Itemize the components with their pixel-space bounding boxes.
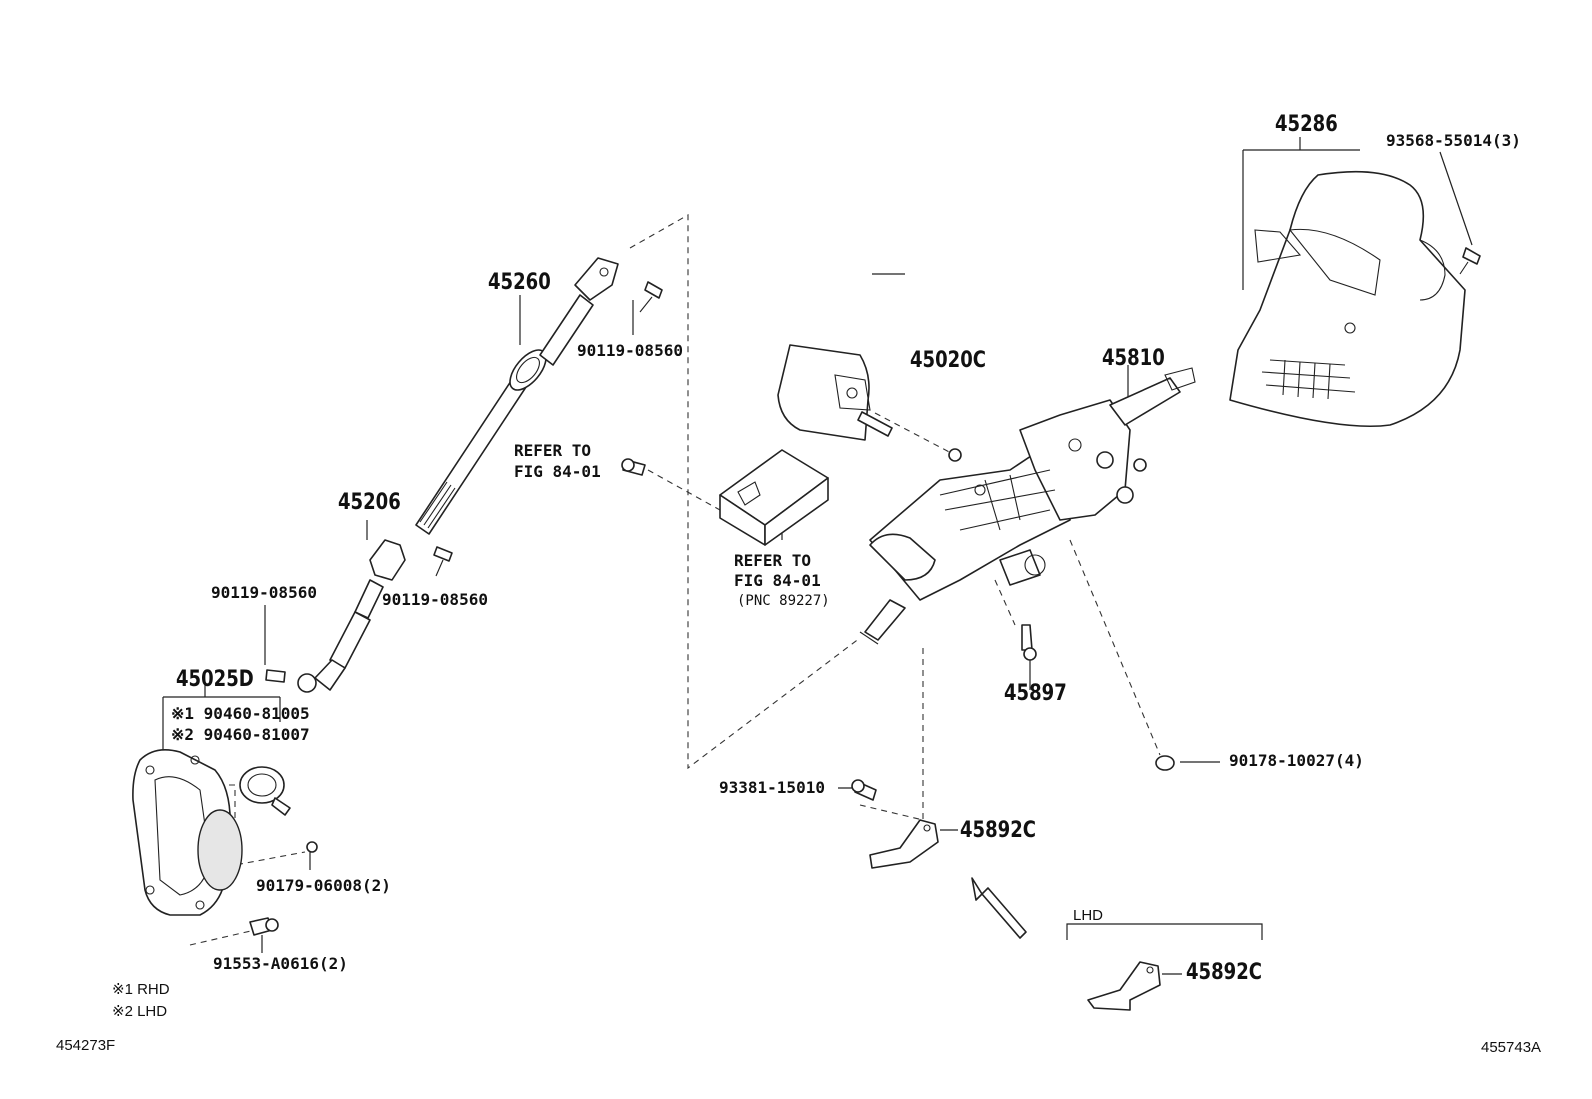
part-number-93568: 93568-55014(3) (1386, 131, 1521, 150)
lhd-label: LHD (1073, 907, 1104, 924)
refer-note-2-line-3: (PNC 89227) (737, 593, 830, 609)
bolt-93381 (851, 779, 877, 801)
part-number-90460-rhd: ※1 90460-81005 (171, 704, 310, 723)
part-number-45892c-a: 45892C (960, 818, 1037, 843)
bracket-45892c-a (869, 819, 939, 869)
screw-93568 (1459, 247, 1481, 275)
part-number-90178: 90178-10027(4) (1229, 751, 1364, 770)
part-number-45286: 45286 (1275, 112, 1338, 137)
bolt-90119-a (639, 281, 663, 313)
nut-90178 (1155, 755, 1175, 771)
part-number-45025d: 45025D (176, 667, 254, 692)
bolt-90119-c (265, 669, 286, 683)
part-number-45260: 45260 (488, 270, 551, 295)
part-number-45892c-b: 45892C (1186, 960, 1263, 985)
part-number-90119-c: 90119-08560 (211, 583, 317, 602)
part-number-90460-lhd: ※2 90460-81007 (171, 725, 310, 744)
figure-code-left: 454273F (56, 1037, 116, 1054)
nut-90179 (306, 841, 318, 853)
bolt-91553 (249, 917, 279, 936)
bolt-refer-fig (621, 458, 646, 476)
part-number-45020c: 45020C (910, 348, 987, 373)
part-number-45206: 45206 (338, 490, 401, 515)
bolt-90119-b (433, 546, 453, 577)
key-cylinder-45020c (777, 344, 893, 441)
footnote-rhd: ※1 RHD (112, 981, 170, 998)
ecu-box (719, 449, 829, 546)
hole-cover-45025d (132, 749, 243, 916)
part-number-91553: 91553-A0616(2) (213, 954, 348, 973)
bracket-45892c-b (1087, 961, 1161, 1011)
column-cover-45286 (1229, 170, 1466, 428)
part-number-90119-a: 90119-08560 (577, 341, 683, 360)
steering-column-45810 (859, 367, 1196, 645)
clamp-90460 (239, 766, 291, 816)
footnote-lhd: ※2 LHD (112, 1003, 168, 1020)
leader-lines (162, 137, 1473, 975)
figure-code-right: 455743A (1481, 1039, 1542, 1056)
part-number-90179: 90179-06008(2) (256, 876, 391, 895)
bolt-45897 (1021, 624, 1037, 661)
part-number-45897: 45897 (1004, 681, 1067, 706)
lower-shaft-45206 (297, 539, 406, 693)
refer-note-2-line-1: REFER TO (734, 551, 812, 570)
part-number-45810: 45810 (1102, 346, 1165, 371)
part-number-93381: 93381-15010 (719, 778, 825, 797)
refer-note-2-line-2: FIG 84-01 (734, 571, 821, 590)
part-number-90119-b: 90119-08560 (382, 590, 488, 609)
refer-note-1-line-2: FIG 84-01 (514, 462, 601, 481)
view-arrow (971, 877, 1027, 939)
refer-note-1-line-1: REFER TO (514, 441, 592, 460)
intermediate-shaft-45260 (415, 257, 619, 535)
